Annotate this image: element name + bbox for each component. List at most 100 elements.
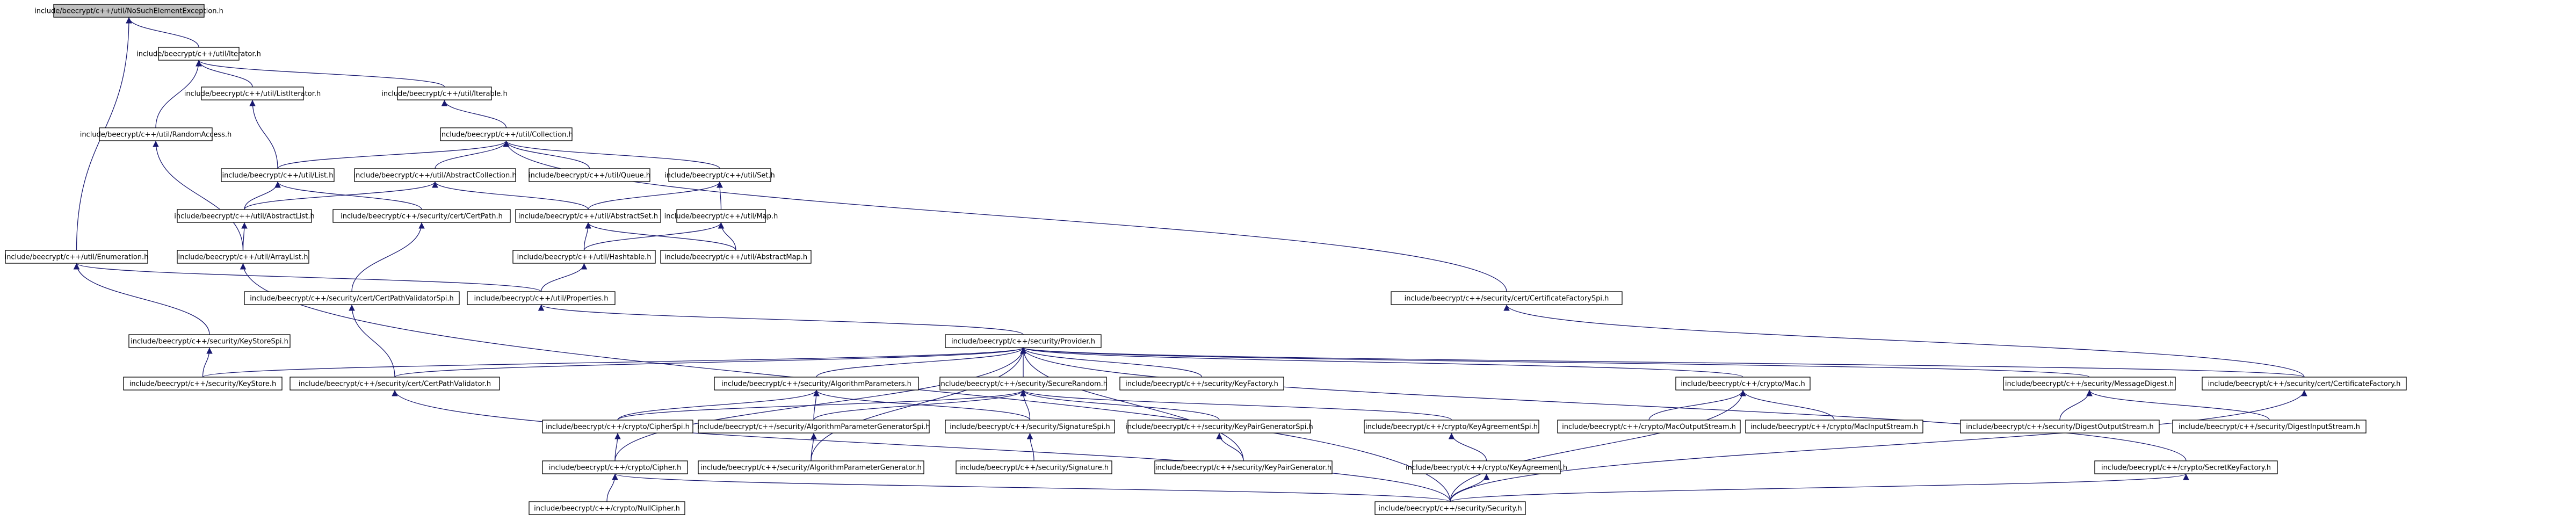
node-util-list-h[interactable]: include/beecrypt/c++/util/List.h [221,168,335,182]
node-crypto-cipherspi-h[interactable]: include/beecrypt/c++/crypto/CipherSpi.h [542,420,693,434]
edge-cpv-to-sec [392,389,1451,502]
edge-set-to-map [717,181,723,210]
node-security-cert-certpathvalidatorspi-h[interactable]: include/beecrypt/c++/security/cert/CertP… [244,291,460,305]
node-util-map-h[interactable]: include/beecrypt/c++/util/Map.h [664,209,778,223]
node-util-randomaccess-h[interactable]: include/beecrypt/c++/util/RandomAccess.h [80,127,232,141]
node-util-collection-h[interactable]: include/beecrypt/c++/util/Collection.h [439,127,573,141]
node-security-signaturespi-h[interactable]: include/beecrypt/c++/security/SignatureS… [945,420,1115,434]
node-security-keypairgeneratorspi-h[interactable]: include/beecrypt/c++/security/KeyPairGen… [1125,420,1313,434]
node-util-abstractlist-h[interactable]: include/beecrypt/c++/util/AbstractList.h [174,209,315,223]
node-label: include/beecrypt/c++/crypto/SecretKeyFac… [2101,464,2271,472]
node-util-abstractset-h[interactable]: include/beecrypt/c++/util/AbstractSet.h [515,209,661,223]
node-security-keystorespi-h[interactable]: include/beecrypt/c++/security/KeyStoreSp… [128,334,291,348]
node-security-signature-h[interactable]: include/beecrypt/c++/security/Signature.… [956,460,1112,474]
node-box [467,291,616,305]
edge-map-to-hasht [583,222,725,251]
node-security-keypairgenerator-h[interactable]: include/beecrypt/c++/security/KeyPairGen… [1154,460,1333,474]
node-label: include/beecrypt/c++/crypto/KeyAgreement… [1365,423,1538,431]
node-security-algorithmparametergeneratorspi-h[interactable]: include/beecrypt/c++/security/AlgorithmP… [697,420,930,434]
node-label: include/beecrypt/c++/util/Collection.h [439,131,573,139]
edge-prov-to-mac [1020,347,1743,378]
node-box [53,4,205,18]
node-util-abstractcollection-h[interactable]: include/beecrypt/c++/util/AbstractCollec… [353,168,517,182]
edge-cspi-to-cipher [614,432,621,461]
edge-hasht-to-props [540,263,588,292]
node-crypto-keyagreementspi-h[interactable]: include/beecrypt/c++/crypto/KeyAgreement… [1364,420,1539,434]
node-security-security-h[interactable]: include/beecrypt/c++/security/Security.h [1374,501,1526,515]
node-security-provider-h[interactable]: include/beecrypt/c++/security/Provider.h [945,334,1102,348]
node-label: include/beecrypt/c++/security/KeyFactory… [1125,380,1278,388]
node-label: include/beecrypt/c++/security/Security.h [1378,505,1522,513]
edge-list-to-certpath [274,181,422,210]
edge-cpvspi-to-cpv [349,304,395,378]
edge-cipher-to-sec [612,473,1451,502]
node-label: include/beecrypt/c++/crypto/NullCipher.h [534,505,680,513]
node-box [332,209,511,223]
node-util-iterator-h[interactable]: include/beecrypt/c++/util/Iterator.h [136,47,261,61]
node-security-cert-certpathvalidator-h[interactable]: include/beecrypt/c++/security/cert/CertP… [290,377,500,391]
node-box [945,334,1102,348]
node-util-arraylist-h[interactable]: include/beecrypt/c++/util/ArrayList.h [177,250,309,264]
edge-kpgspi-to-kpg [1216,432,1244,461]
node-box [515,209,661,223]
edge-coll-to-list [277,140,510,169]
node-crypto-mac-h[interactable]: include/beecrypt/c++/crypto/Mac.h [1675,377,1811,391]
node-crypto-keyagreement-h[interactable]: include/beecrypt/c++/crypto/KeyAgreement… [1406,460,1567,474]
node-box [529,501,685,515]
node-util-abstractmap-h[interactable]: include/beecrypt/c++/util/AbstractMap.h [660,250,812,264]
node-label: include/beecrypt/c++/util/Iterable.h [381,90,507,98]
node-security-keyfactory-h[interactable]: include/beecrypt/c++/security/KeyFactory… [1119,377,1284,391]
node-security-algorithmparameters-h[interactable]: include/beecrypt/c++/security/AlgorithmP… [714,377,919,391]
node-crypto-macinputstream-h[interactable]: include/beecrypt/c++/crypto/MacInputStre… [1745,420,1923,434]
node-util-enumeration-h[interactable]: include/beecrypt/c++/util/Enumeration.h [5,250,149,264]
node-crypto-nullcipher-h[interactable]: include/beecrypt/c++/crypto/NullCipher.h [529,501,685,515]
node-security-messagedigest-h[interactable]: include/beecrypt/c++/security/MessageDig… [2003,377,2176,391]
node-security-algorithmparametergenerator-h[interactable]: include/beecrypt/c++/security/AlgorithmP… [698,460,924,474]
node-util-nosuchelementexception-h[interactable]: include/beecrypt/c++/util/NoSuchElementE… [34,4,223,18]
node-util-iterable-h[interactable]: include/beecrypt/c++/util/Iterable.h [381,86,508,100]
node-box [512,250,656,264]
node-security-securerandom-h[interactable]: include/beecrypt/c++/security/SecureRand… [939,377,1108,391]
node-label: include/beecrypt/c++/crypto/CipherSpi.h [546,423,690,431]
edge-prov-to-kf [1020,347,1203,378]
node-box [354,168,516,182]
edge-prov-to-cf [1021,347,2305,378]
edge-prov-to-md [1021,347,2090,378]
node-label: include/beecrypt/c++/util/AbstractCollec… [353,172,516,180]
edge-sigspi-to-sig [1026,432,1034,461]
node-crypto-secretkeyfactory-h[interactable]: include/beecrypt/c++/crypto/SecretKeyFac… [2094,460,2278,474]
node-label: include/beecrypt/c++/security/cert/Certi… [1405,295,1609,303]
node-util-set-h[interactable]: include/beecrypt/c++/util/Set.h [664,168,775,182]
node-label: include/beecrypt/c++/crypto/Mac.h [1681,380,1805,388]
edge-acoll-to-alist [244,181,438,210]
node-label: include/beecrypt/c++/util/Properties.h [474,295,609,303]
header-file-nodes: include/beecrypt/c++/util/NoSuchElementE… [5,4,2407,515]
node-util-properties-h[interactable]: include/beecrypt/c++/util/Properties.h [467,291,616,305]
edge-map-to-amap [718,222,736,251]
node-util-queue-h[interactable]: include/beecrypt/c++/util/Queue.h [529,168,650,182]
node-crypto-macoutputstream-h[interactable]: include/beecrypt/c++/crypto/MacOutputStr… [1557,420,1741,434]
edge-cipher-to-nullc [606,473,618,502]
node-security-cert-certificatefactoryspi-h[interactable]: include/beecrypt/c++/security/cert/Certi… [1391,291,1623,305]
node-label: include/beecrypt/c++/security/KeyStoreSp… [131,338,288,346]
node-security-cert-certpath-h[interactable]: include/beecrypt/c++/security/cert/CertP… [332,209,511,223]
node-box [1127,420,1311,434]
node-box [698,460,924,474]
node-crypto-cipher-h[interactable]: include/beecrypt/c++/crypto/Cipher.h [542,460,688,474]
node-security-cert-certificatefactory-h[interactable]: include/beecrypt/c++/security/cert/Certi… [2202,377,2407,391]
node-label: include/beecrypt/c++/util/AbstractSet.h [518,213,658,221]
node-label: include/beecrypt/c++/util/AbstractList.h [174,213,315,221]
node-security-digestinputstream-h[interactable]: include/beecrypt/c++/security/DigestInpu… [2172,420,2367,434]
edge-ksspi-to-ks [202,347,213,378]
node-label: include/beecrypt/c++/security/KeyPairGen… [1125,423,1313,431]
node-security-keystore-h[interactable]: include/beecrypt/c++/security/KeyStore.h [123,377,283,391]
edge-apgspi-to-apg [811,432,817,461]
node-util-hashtable-h[interactable]: include/beecrypt/c++/util/Hashtable.h [512,250,656,264]
node-util-listiterator-h[interactable]: include/beecrypt/c++/util/ListIterator.h [184,86,321,100]
node-security-digestoutputstream-h[interactable]: include/beecrypt/c++/security/DigestOutp… [1960,420,2160,434]
node-label: include/beecrypt/c++/util/Map.h [664,213,778,221]
node-box [1745,420,1923,434]
dependency-edges [73,17,2307,502]
node-box [290,377,500,391]
node-box [128,334,291,348]
